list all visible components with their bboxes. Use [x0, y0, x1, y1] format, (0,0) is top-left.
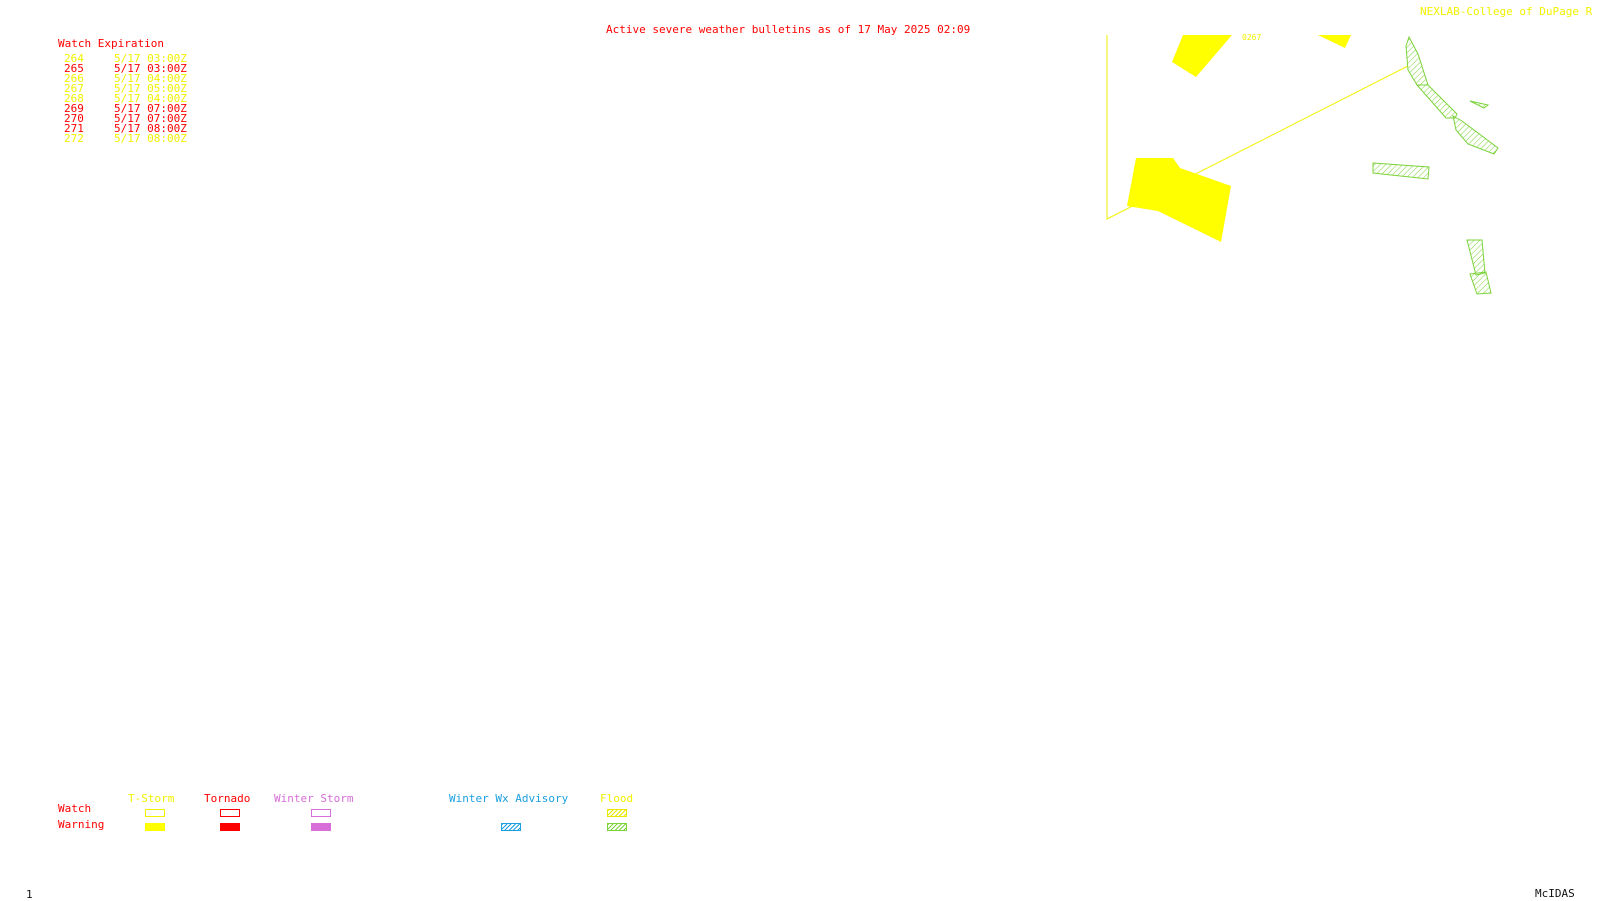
tstorm-warning-polygon: [1127, 158, 1231, 242]
flood-warning-polygon: [1452, 115, 1499, 155]
legend-winter-storm-label: Winter Storm: [274, 792, 354, 805]
flood-warning-polygon: [1415, 84, 1458, 119]
legend-tstorm-watch-swatch: [145, 809, 165, 817]
bulletin-title: Active severe weather bulletins as of 17…: [606, 23, 971, 36]
watch-number: 268: [64, 92, 84, 105]
watch-number: 265: [64, 62, 84, 75]
watch-number: 270: [64, 112, 84, 125]
watch-expiration-heading: Watch Expiration: [58, 37, 164, 50]
legend-tstorm-label: T-Storm: [128, 792, 175, 805]
legend-watch-label: Watch: [58, 802, 92, 815]
watch-expiration-time: 5/17 07:00Z: [114, 112, 187, 125]
legend-tstorm-warning-swatch: [145, 823, 165, 831]
watch-box-label: 0267: [1242, 33, 1261, 42]
watch-expiration-time: 5/17 04:00Z: [114, 72, 187, 85]
watch-number: 269: [64, 102, 84, 115]
flood-warning-polygon: [1372, 162, 1430, 180]
flood-warning-polygon: [1405, 35, 1429, 86]
tstorm-warning-polygon: [1318, 35, 1351, 48]
watch-number: 267: [64, 82, 84, 95]
watch-number: 271: [64, 122, 84, 135]
watch-number: 266: [64, 72, 84, 85]
legend-winter-storm-warning-swatch: [311, 823, 331, 831]
flood-warning-polygon: [1469, 271, 1492, 295]
watch-expiration-time: 5/17 03:00Z: [114, 52, 187, 65]
watch-expiration-time: 5/17 08:00Z: [114, 122, 187, 135]
legend-tornado-label: Tornado: [204, 792, 251, 805]
legend-winter-advisory-swatch: [501, 823, 521, 831]
legend-warning-label: Warning: [58, 818, 105, 831]
frame-number: 1: [26, 888, 33, 901]
legend-flood-label: Flood: [600, 792, 634, 805]
flood-warning-polygon: [1466, 239, 1486, 276]
watch-expiration-time: 5/17 05:00Z: [114, 82, 187, 95]
watch-expiration-time: 5/17 07:00Z: [114, 102, 187, 115]
watch-expiration-time: 5/17 03:00Z: [114, 62, 187, 75]
legend-flood-watch-swatch: [607, 809, 627, 817]
credit-label: NEXLAB-College of DuPage R: [1420, 5, 1593, 18]
software-label: McIDAS: [1535, 887, 1575, 900]
watch-number: 264: [64, 52, 84, 65]
tstorm-warning-polygon: [1172, 35, 1232, 77]
legend-flood-warning-swatch: [607, 823, 627, 831]
flood-warning-polygon: [1469, 100, 1490, 109]
watch-number: 272: [64, 132, 84, 145]
legend-tornado-watch-swatch: [220, 809, 240, 817]
legend-winter-storm-watch-swatch: [311, 809, 331, 817]
legend-winter-advisory-label: Winter Wx Advisory: [449, 792, 569, 805]
legend-tornado-warning-swatch: [220, 823, 240, 831]
watch-box-outline: [1106, 35, 1409, 220]
watch-expiration-time: 5/17 04:00Z: [114, 92, 187, 105]
watch-expiration-time: 5/17 08:00Z: [114, 132, 187, 145]
